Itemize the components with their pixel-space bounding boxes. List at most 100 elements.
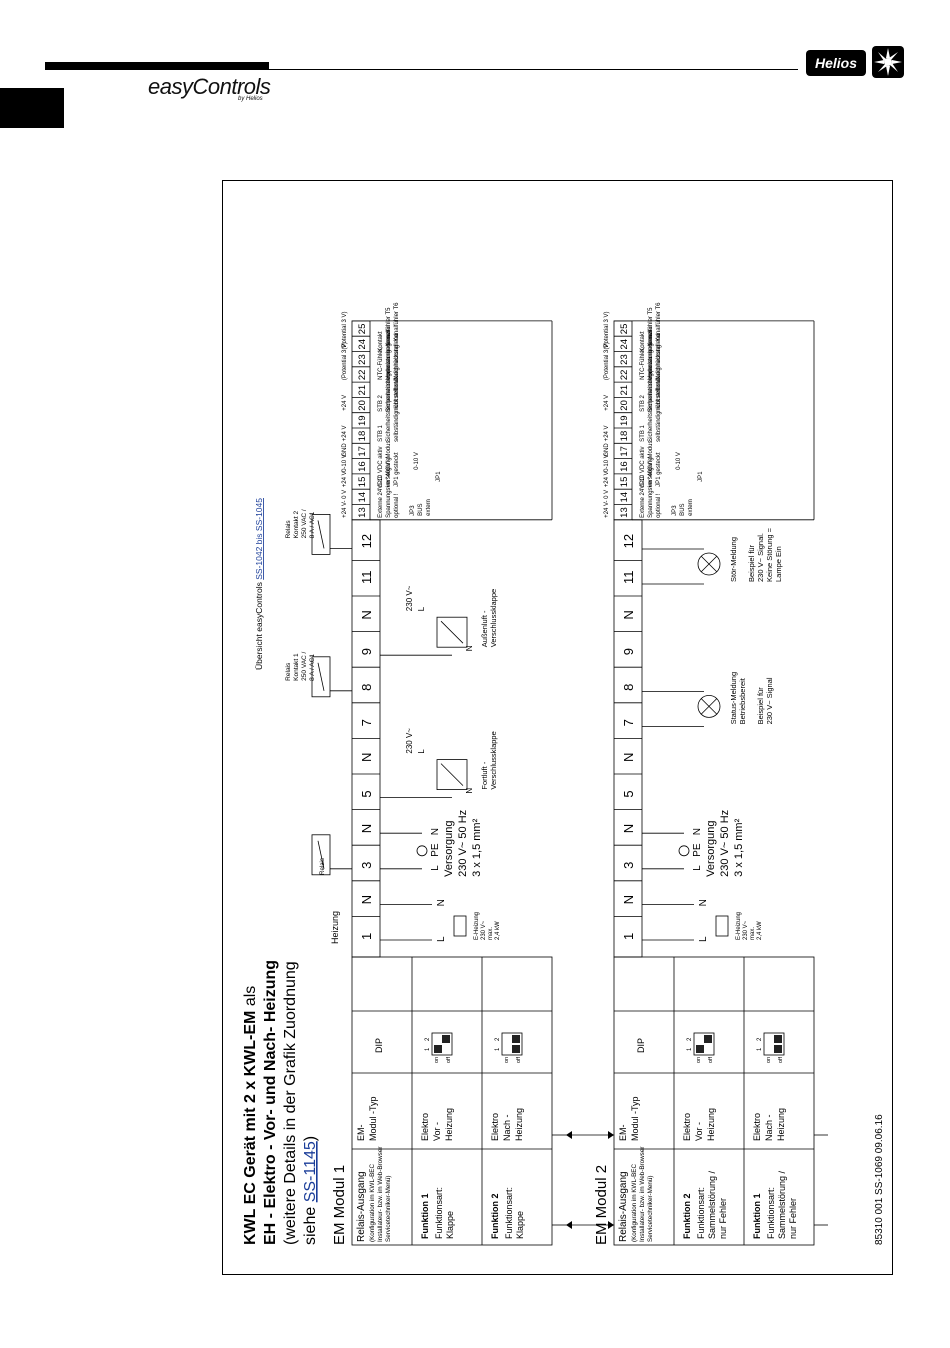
header-bar <box>45 62 269 70</box>
heater-spec: E-Heizung <box>736 912 742 940</box>
lowvoltage-number: 15 <box>619 477 630 488</box>
lowvoltage-side-label: +24 V <box>604 425 610 441</box>
ss1042-link[interactable]: SS-1042 bis SS-1045 <box>254 498 264 580</box>
modul-typ-label: Vor - <box>694 1122 704 1141</box>
side-tab-block <box>0 88 64 128</box>
dip-number: 1 <box>687 1047 693 1051</box>
module-table <box>351 956 553 1246</box>
motor-volts: 230 V~ <box>405 585 414 611</box>
ext-contact-label: Kontakt <box>640 331 646 352</box>
diagram-frame <box>222 180 893 1275</box>
lowvoltage-side-label: - 0 V <box>604 490 610 503</box>
lowvoltage-number: 18 <box>357 431 368 442</box>
ntc-label: NTC-Fühler, <box>640 347 646 380</box>
funktionsart-label: Sammelstörung / <box>777 1170 787 1239</box>
lowvoltage-number: 16 <box>357 461 368 472</box>
lowvoltage-side-label: (Potential 3 V) <box>342 311 348 349</box>
funktionsart-label: Funktionsart: <box>504 1187 514 1239</box>
supply-L: L <box>430 865 441 871</box>
funktionsart-label: Sammelstörung / <box>707 1170 717 1239</box>
relay-switch <box>317 840 325 869</box>
brand-name: easyControls <box>148 74 271 99</box>
ntc-label: Vorheizung: Kanalfühler T5 <box>648 307 654 380</box>
dip-number: 1 <box>425 1047 431 1051</box>
terminal-number: 5 <box>359 790 374 797</box>
footer-code: 85310 001 SS-1069 09.06.16 <box>874 1114 885 1245</box>
heater-N: N <box>436 899 447 906</box>
motor-N: N <box>465 788 474 794</box>
earth-icon <box>678 845 690 857</box>
funktion-label: Funktion 2 <box>682 1194 692 1240</box>
ext-contact-label: externer <box>386 330 392 352</box>
relais-subheader: (Konfiguration im KWL-BEC <box>369 1164 376 1242</box>
lowvoltage-side-label: +24 V <box>342 395 348 411</box>
lowvoltage-number: 21 <box>619 385 630 396</box>
signal-label: 230 V~ Signal <box>765 677 774 724</box>
dip-knob <box>512 1035 520 1043</box>
modul-typ-label: Heizung <box>444 1108 454 1141</box>
supply-N: N <box>692 828 703 835</box>
jp3-label: BUS <box>680 503 686 515</box>
terminal-number: 3 <box>621 862 636 869</box>
wiring-diagram: KWL EC Gerät mit 2 x KWL-EM als EH - Ele… <box>242 302 885 1246</box>
stb2-label: STB 2 <box>378 394 384 411</box>
terminal-number: N <box>621 895 636 904</box>
dip-number: 2 <box>757 1037 763 1041</box>
lamp-cross <box>700 698 718 715</box>
motor-symbol <box>436 616 468 648</box>
klappe-label: Außenluft - <box>480 610 489 647</box>
heater-spec: max. <box>488 927 494 940</box>
supply-L: L <box>692 865 703 871</box>
dip-knob <box>696 1045 704 1053</box>
lowvoltage-number: 22 <box>619 370 630 381</box>
ss1145-link[interactable]: SS-1145 <box>302 1141 319 1202</box>
dip-knob <box>704 1035 712 1043</box>
supply-PE: PE <box>692 843 703 857</box>
lowvoltage-number: 16 <box>619 461 630 472</box>
signal-label: Beispiel für <box>756 687 765 725</box>
klappe-label: Fortluft - <box>480 761 489 789</box>
heater-L: L <box>436 936 447 942</box>
jp3-label: JP3 <box>672 505 678 516</box>
relais2-label: 250 VAC / <box>301 509 308 538</box>
module-table <box>613 956 815 1246</box>
terminal-number: 11 <box>621 571 636 585</box>
terminal-number: 9 <box>359 648 374 655</box>
klappe-label: Verschlussklappe <box>489 589 498 647</box>
lowvoltage-side-label: (Potential 3 V) <box>604 311 610 349</box>
ext24-label: Externe 24VDC <box>640 475 646 517</box>
dip-header: DIP <box>374 1038 384 1053</box>
overview-text: Übersicht easyControls SS-1042 bis SS-10… <box>254 498 264 670</box>
modul-typ-label: Elektro <box>752 1113 762 1141</box>
supply-volts: 230 V~ 50 Hz <box>719 810 731 877</box>
ntc-label: Nachheizung: Kanalfühler T6 <box>394 302 400 380</box>
lowvoltage-number: 21 <box>357 385 368 396</box>
ext24-label: optional ! <box>394 493 400 518</box>
funktionsart-label: Klappe <box>515 1211 525 1239</box>
lowvoltage-side-label: GND <box>604 443 610 457</box>
relais2-label: 8 A / AC1 <box>309 511 316 538</box>
funktionsart-label: Klappe <box>445 1211 455 1239</box>
terminal-number: N <box>621 610 636 619</box>
terminal-number: 7 <box>359 719 374 726</box>
relais2-label: Kontakt 2 <box>293 511 300 539</box>
relay-switch <box>317 662 325 691</box>
relais-subheader: Servicetechniker-Menü) <box>385 1176 392 1243</box>
klappe-label: Verschlussklappe <box>489 731 498 789</box>
analog-label: 0-10 VDC aktiv <box>378 446 384 486</box>
analog-volts: 0-10 V <box>676 452 682 470</box>
analog-label: JP1 gesteckt <box>394 452 400 487</box>
terminal-number: 3 <box>359 862 374 869</box>
dip-header: DIP <box>636 1038 646 1053</box>
modul-typ-label: Vor - <box>432 1122 442 1141</box>
typ-header: Modul -Typ <box>368 1096 378 1141</box>
lowvoltage-number: 20 <box>357 400 368 411</box>
ext24-label: Spannungsversorgung <box>386 457 392 517</box>
lowvoltage-side-label: +24 V <box>342 425 348 441</box>
relais-subheader: Installateur- bzw. im Web-Browser <box>377 1147 384 1242</box>
heater-L: L <box>698 936 709 942</box>
terminal-number: 8 <box>621 684 636 691</box>
supply-title: Versorgung <box>705 821 717 877</box>
lamp-cross <box>700 555 718 573</box>
ext24-label: optional ! <box>656 493 662 518</box>
